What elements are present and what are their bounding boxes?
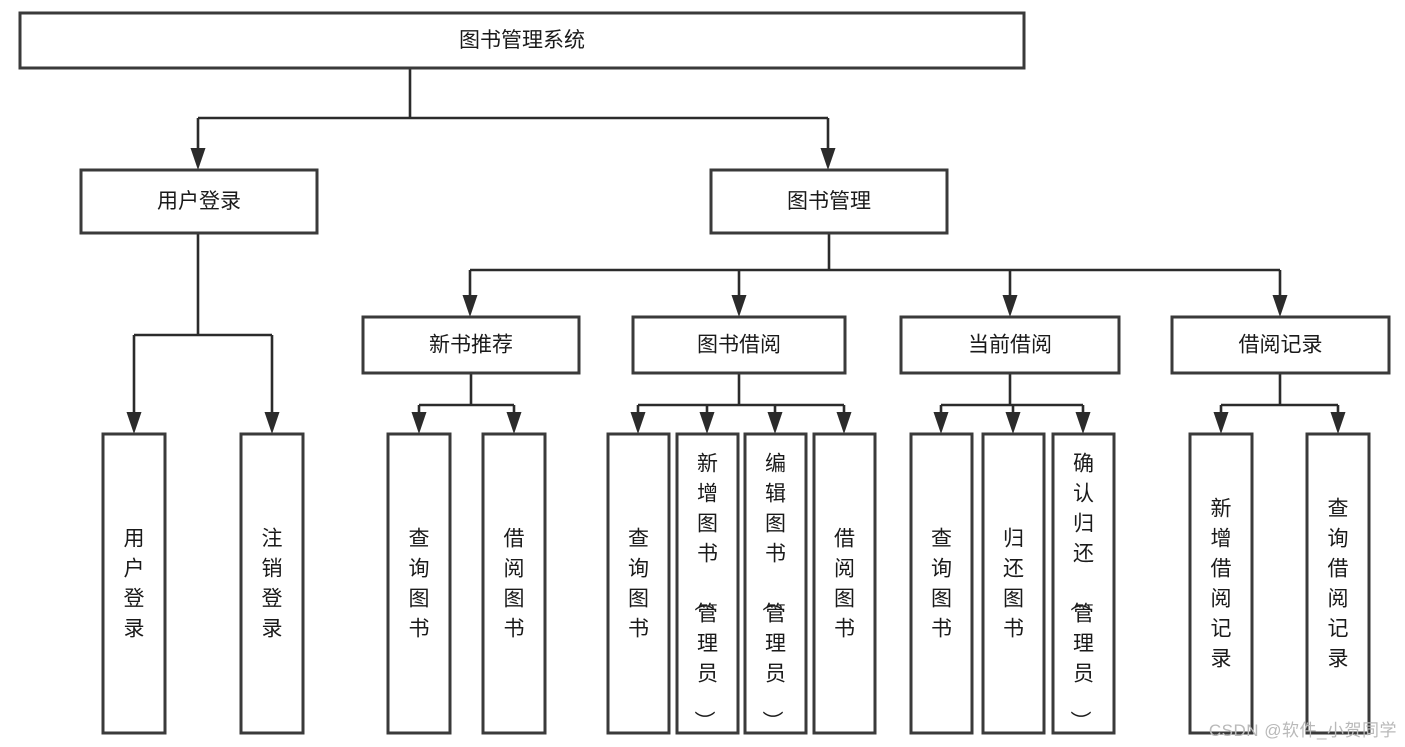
connector-conn-book-manage	[462, 233, 1288, 317]
node-label-leaf-query-book-1: 查询图书	[409, 528, 430, 641]
node-label-new-book-rec: 新书推荐	[429, 334, 513, 357]
node-label-leaf-query-book-2: 查询图书	[628, 528, 649, 641]
node-box-leaf-borrow-book-1[interactable]	[481, 432, 547, 735]
node-box-leaf-user-login[interactable]	[101, 432, 167, 735]
connector-layer	[126, 68, 1346, 434]
node-label-leaf-query-book-3: 查询图书	[931, 528, 952, 641]
node-leaf-add-book[interactable]: 新增图书（管理员）	[675, 432, 740, 735]
node-label-leaf-add-record: 新增借阅记录	[1211, 498, 1232, 671]
node-label-leaf-return-book: 归还图书	[1003, 528, 1024, 641]
node-label-book-manage: 图书管理	[787, 190, 871, 213]
node-box-leaf-add-record[interactable]	[1188, 432, 1254, 735]
node-box-leaf-user-logout[interactable]	[239, 432, 305, 735]
node-box-book-manage[interactable]	[709, 168, 949, 235]
node-leaf-return-book[interactable]: 归还图书	[981, 432, 1046, 735]
node-leaf-query-book-3[interactable]: 查询图书	[909, 432, 974, 735]
node-box-leaf-borrow-book-2[interactable]	[812, 432, 877, 735]
node-box-leaf-query-book-1[interactable]	[386, 432, 452, 735]
node-box-leaf-return-book[interactable]	[981, 432, 1046, 735]
node-user-login[interactable]: 用户登录	[79, 168, 319, 235]
node-box-root[interactable]	[18, 11, 1026, 70]
node-label-leaf-query-record: 查询借阅记录	[1328, 498, 1349, 671]
connector-conn-root	[190, 68, 836, 170]
node-leaf-edit-book[interactable]: 编辑图书（管理员）	[743, 432, 808, 735]
node-label-leaf-borrow-book-2: 借阅图书	[834, 528, 855, 641]
node-box-current-borrow[interactable]	[899, 315, 1121, 375]
node-borrow-record[interactable]: 借阅记录	[1170, 315, 1391, 375]
connector-conn-borrow-record	[1213, 373, 1346, 434]
node-book-manage[interactable]: 图书管理	[709, 168, 949, 235]
node-new-book-rec[interactable]: 新书推荐	[361, 315, 581, 375]
node-layer: 图书管理系统用户登录图书管理新书推荐图书借阅当前借阅借阅记录用户登录注销登录查询…	[18, 11, 1391, 735]
node-box-leaf-add-book[interactable]	[675, 432, 740, 735]
connector-conn-user-login	[126, 233, 280, 434]
node-label-borrow-record: 借阅记录	[1239, 334, 1323, 357]
node-leaf-add-record[interactable]: 新增借阅记录	[1188, 432, 1254, 735]
node-label-leaf-borrow-book-1: 借阅图书	[504, 528, 525, 641]
node-leaf-query-record[interactable]: 查询借阅记录	[1305, 432, 1371, 735]
node-box-user-login[interactable]	[79, 168, 319, 235]
node-box-book-borrow[interactable]	[631, 315, 847, 375]
node-leaf-borrow-book-2[interactable]: 借阅图书	[812, 432, 877, 735]
node-label-user-login: 用户登录	[157, 190, 241, 213]
node-label-current-borrow: 当前借阅	[968, 334, 1052, 357]
node-box-leaf-confirm-return[interactable]	[1051, 432, 1116, 735]
node-leaf-query-book-1[interactable]: 查询图书	[386, 432, 452, 735]
node-label-book-borrow: 图书借阅	[697, 334, 781, 357]
node-box-new-book-rec[interactable]	[361, 315, 581, 375]
node-leaf-user-logout[interactable]: 注销登录	[239, 432, 305, 735]
node-leaf-user-login[interactable]: 用户登录	[101, 432, 167, 735]
node-label-root: 图书管理系统	[459, 29, 585, 52]
node-box-leaf-query-book-3[interactable]	[909, 432, 974, 735]
connector-conn-book-borrow	[630, 373, 852, 434]
node-box-leaf-query-book-2[interactable]	[606, 432, 671, 735]
node-box-leaf-query-record[interactable]	[1305, 432, 1371, 735]
node-leaf-borrow-book-1[interactable]: 借阅图书	[481, 432, 547, 735]
node-current-borrow[interactable]: 当前借阅	[899, 315, 1121, 375]
node-leaf-confirm-return[interactable]: 确认归还（管理员）	[1051, 432, 1116, 735]
node-label-leaf-edit-book: 编辑图书（管理员）	[760, 453, 786, 732]
node-label-leaf-user-login: 用户登录	[124, 528, 145, 641]
node-box-borrow-record[interactable]	[1170, 315, 1391, 375]
connector-conn-new-book-rec	[411, 373, 522, 434]
node-root[interactable]: 图书管理系统	[18, 11, 1026, 70]
node-book-borrow[interactable]: 图书借阅	[631, 315, 847, 375]
node-label-leaf-add-book: 新增图书（管理员）	[692, 453, 718, 732]
node-label-leaf-confirm-return: 确认归还（管理员）	[1068, 453, 1094, 732]
node-leaf-query-book-2[interactable]: 查询图书	[606, 432, 671, 735]
connector-conn-current-borrow	[933, 373, 1091, 434]
node-box-leaf-edit-book[interactable]	[743, 432, 808, 735]
node-label-leaf-user-logout: 注销登录	[262, 528, 283, 641]
